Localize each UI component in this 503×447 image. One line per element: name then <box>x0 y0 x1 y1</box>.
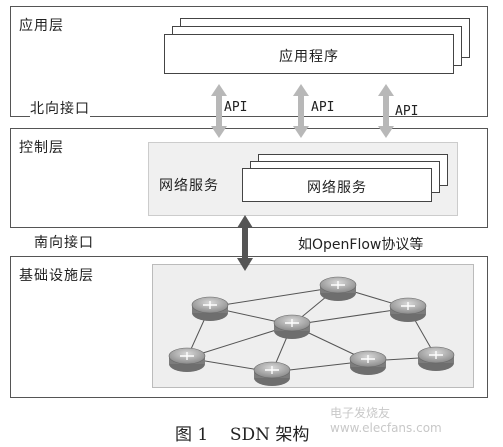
router-icon <box>389 297 427 322</box>
api-label-2: API <box>311 100 335 115</box>
router-icon <box>168 347 206 372</box>
figure-caption: 图 1 SDN 架构 <box>175 425 310 445</box>
northbound-interface-label: 北向接口 <box>30 98 90 118</box>
application-card: 应用程序 <box>164 34 454 74</box>
network-service-card: 网络服务 <box>242 168 432 202</box>
api-arrow-2 <box>293 84 309 138</box>
api-arrow-3 <box>378 84 394 138</box>
router-icon <box>273 314 311 339</box>
api-label-1: API <box>224 100 248 115</box>
network-service-card-label: 网络服务 <box>307 180 367 196</box>
control-layer-title: 控制层 <box>19 140 64 156</box>
router-icon <box>319 276 357 301</box>
watermark: 电子发烧友 www.elecfans.com <box>330 406 442 435</box>
network-service-left-label: 网络服务 <box>159 178 219 194</box>
southbound-interface-label: 南向接口 <box>34 235 94 251</box>
openflow-note: 如OpenFlow协议等 <box>298 237 424 253</box>
router-icon <box>349 350 387 375</box>
infrastructure-layer-title: 基础设施层 <box>19 268 94 284</box>
api-arrow-1 <box>211 84 227 138</box>
router-icon <box>253 361 291 386</box>
application-layer-title: 应用层 <box>19 18 64 34</box>
api-label-3: API <box>395 104 419 119</box>
southbound-arrow <box>237 215 253 271</box>
router-icon <box>417 346 455 371</box>
router-icon <box>191 296 229 321</box>
application-card-label: 应用程序 <box>279 49 339 65</box>
